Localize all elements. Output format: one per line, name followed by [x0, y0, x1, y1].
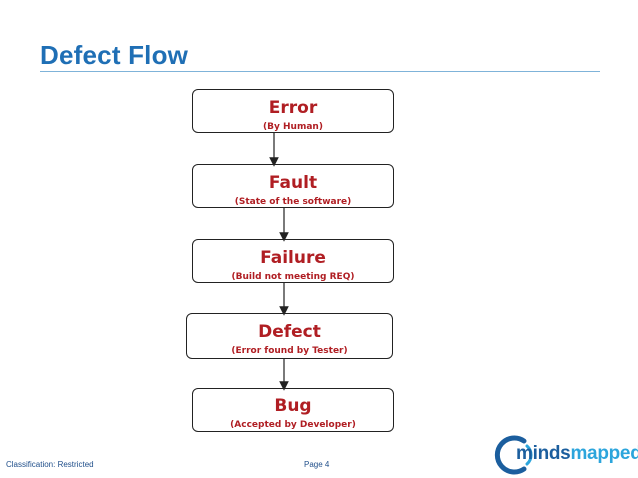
flow-box-subtitle: (Error found by Tester): [231, 346, 348, 356]
classification-label: Classification: Restricted: [6, 460, 94, 469]
logo-wordmark: mindsmapped: [516, 443, 638, 465]
logo-wordmark-part2: mapped: [570, 443, 638, 464]
flow-box-title: Defect: [258, 322, 321, 342]
flow-box-title: Bug: [274, 396, 312, 416]
flow-box-title: Error: [268, 98, 318, 118]
flow-box-subtitle: (Build not meeting REQ): [231, 272, 355, 282]
mindsmapped-logo: mindsmapped: [494, 433, 638, 477]
flow-box-subtitle: (Accepted by Developer): [230, 420, 356, 430]
flow-box-defect: Defect (Error found by Tester): [186, 313, 393, 359]
flow-box-title: Failure: [260, 248, 326, 268]
logo-wordmark-part1: minds: [516, 443, 571, 464]
page-number: Page 4: [304, 460, 330, 469]
flow-box-error: Error (By Human): [192, 89, 394, 133]
flow-box-fault: Fault (State of the software): [192, 164, 394, 208]
slide-title: Defect Flow: [40, 40, 189, 70]
flow-box-bug: Bug (Accepted by Developer): [192, 388, 394, 432]
flow-box-failure: Failure (Build not meeting REQ): [192, 239, 394, 283]
flow-box-subtitle: (By Human): [263, 122, 323, 132]
logo-ring-icon: [494, 435, 533, 475]
title-underline: [40, 71, 600, 72]
flow-box-title: Fault: [268, 173, 318, 193]
flow-box-subtitle: (State of the software): [234, 197, 352, 207]
